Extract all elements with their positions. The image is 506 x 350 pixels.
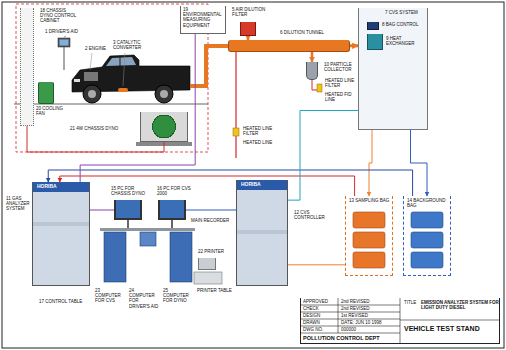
node-text: APPROVED	[303, 299, 338, 304]
printer-table	[194, 272, 222, 284]
node-text: 5 AIR DILUTION FILTER	[231, 7, 277, 17]
exhaust-pipe	[190, 46, 228, 86]
node-text: 11 GAS ANALYZER SYSTEM	[5, 196, 31, 212]
cvs-system-box: 7 CVS SYSTEM 8 BAG CONTROL 9 HEAT EXCHANGE…	[358, 8, 428, 130]
node-text: POLLUTION CONTROL DEPT	[303, 335, 399, 341]
node-text: CHECK	[303, 306, 338, 311]
signal-cable	[288, 110, 358, 200]
node-text: 8 BAG CONTROL	[382, 22, 432, 27]
node-text: 13 SAMPLING BAG	[348, 198, 392, 203]
node-text: DRAWN	[303, 320, 338, 325]
part-label: PRINTER TABLE	[196, 288, 234, 293]
sample-line	[60, 176, 355, 196]
node-text: VEHICLE TEST STAND	[404, 325, 499, 333]
bag-control-box: 8 BAG CONTROL	[367, 22, 379, 30]
analyzer-cabinet: HORIBA11 GAS ANALYZER SYSTEM	[32, 182, 90, 286]
printer: 22 PRINTER	[198, 258, 216, 270]
callout-label: 3 CATALYTIC CONVERTER	[112, 40, 150, 50]
node-text: 16 PC FOR CVS 2000	[156, 186, 198, 196]
exhaust-pipe	[350, 44, 358, 47]
chassis-dyno: 21 4W CHASSIS DYNO	[140, 112, 188, 142]
node-text: EMISSION ANALYZER SYSTEM FOR LIGHT DUTY …	[421, 300, 499, 310]
callout-label: 1 DRIVER'S AID	[44, 29, 88, 34]
node-text: 9 HEAT EXCHANGER	[386, 36, 430, 46]
pickup-truck	[72, 55, 190, 103]
title-block: APPROVED2nd REVISEDCHECK2nd REVISEDDESIG…	[300, 298, 500, 344]
sample-line	[48, 170, 412, 196]
callout-label: 24 COMPUTER FOR DRIVER'S AID	[128, 288, 160, 309]
pc-monitor: 15 PC FOR CHASSIS DYNO	[114, 200, 142, 220]
heat-exchanger-box: 9 HEAT EXCHANGER	[367, 34, 383, 50]
node-text: 10 PARTICLE COLLECTOR	[323, 62, 357, 72]
bag-group: 13 SAMPLING BAG	[345, 196, 393, 276]
controller-cabinet: HORIBA12 CVS CONTROLLER	[236, 180, 288, 286]
leader-line	[90, 53, 92, 70]
signal-cable	[288, 264, 345, 265]
node-text: 000000	[341, 327, 399, 332]
node-text: 14 BACKGROUND BAG	[406, 198, 450, 208]
part-label: HEATED LINE FILTER	[324, 78, 358, 88]
callout-label: 25 COMPUTER FOR DYNO	[162, 288, 194, 304]
node-text: 15 PC FOR CHASSIS DYNO	[110, 186, 150, 196]
node-text: TITLE	[404, 300, 420, 305]
heated-line	[235, 52, 236, 158]
node-text: 1st REVISED	[341, 313, 399, 318]
sample-pipe	[311, 52, 314, 62]
node-text: 22 PRINTER	[197, 249, 227, 254]
leader-line	[123, 53, 125, 86]
engine-block	[84, 72, 98, 81]
node-text: DWG NO.	[303, 327, 338, 332]
node-text: HORIBA	[241, 182, 281, 188]
part-label: HEATED LINE	[242, 140, 286, 145]
node-text: 12 CVS CONTROLLER	[293, 210, 337, 220]
signal-cable	[186, 209, 236, 210]
callout-label: 2 ENGINE	[84, 46, 110, 51]
background-bag-set	[411, 212, 443, 268]
node-text: 2nd REVISED	[341, 299, 399, 304]
heated-line-filter-icon	[317, 84, 322, 92]
catalytic-converter	[118, 88, 128, 92]
particle-collector: 10 PARTICLE COLLECTOR	[306, 62, 318, 80]
equipment-box: 19 ENVIRONMENTAL MEASURING EQUIPMENT	[180, 6, 226, 34]
leader-line	[64, 36, 66, 37]
node-text: 19 ENVIRONMENTAL MEASURING EQUIPMENT	[183, 7, 223, 28]
node-text: 2nd REVISED	[341, 306, 399, 311]
node-text: 17 CONTROL TABLE	[38, 299, 94, 304]
title-block-grid	[300, 298, 500, 344]
node-text: DESIGN	[303, 313, 338, 318]
node-text: 18 CHASSIS DYNO CONTROL CABINET	[39, 8, 79, 24]
node-text: HORIBA	[37, 184, 77, 190]
sample-line	[369, 130, 372, 196]
node-text: 21 4W CHASSIS DYNO	[69, 126, 137, 131]
part-label: HEATED FID LINE	[324, 92, 358, 102]
node-text: 20 COOLING FAN	[35, 106, 69, 116]
pc-monitor: 16 PC FOR CVS 2000	[158, 200, 186, 220]
dilution-tunnel: 6 DILUTION TUNNEL	[228, 40, 350, 52]
cooling-fan: 20 COOLING FAN	[38, 82, 54, 104]
bag-group: 14 BACKGROUND BAG	[403, 196, 451, 276]
sampling-bag-set	[353, 212, 385, 268]
drivers-aid-monitor	[58, 38, 70, 70]
signal-cable	[80, 34, 195, 182]
signal-cable	[90, 210, 114, 211]
part-label: MAIN RECORDER	[190, 218, 234, 223]
part-label: HEATED LINE FILTER	[242, 126, 286, 136]
filter-box: 5 AIR DILUTION FILTER	[240, 22, 256, 36]
node-text: 6 DILUTION TUNNEL	[279, 30, 333, 35]
heated-line-filter-icon	[233, 128, 239, 136]
control-table: 17 CONTROL TABLE	[100, 228, 195, 284]
control-cabinet: 18 CHASSIS DYNO CONTROL CABINET	[20, 8, 34, 126]
callout-label: 23 COMPUTER FOR CVS	[94, 288, 126, 304]
node-text: DATE: JUN 10 1998	[341, 320, 399, 325]
node-text: 7 CVS SYSTEM	[385, 10, 427, 15]
